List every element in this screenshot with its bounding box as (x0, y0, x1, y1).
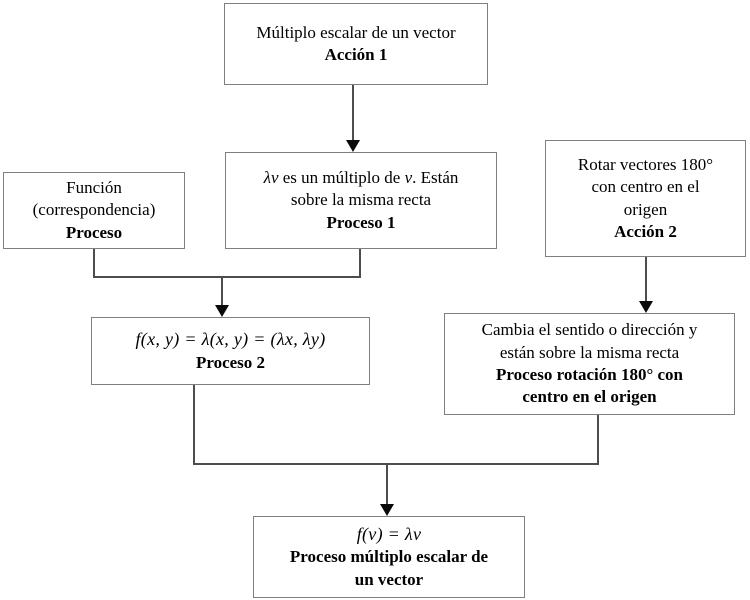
arrowhead-accion1-proceso1 (346, 140, 360, 152)
node-rotacion-label-line1: Proceso rotación 180° con (496, 365, 683, 384)
arrowhead-merge-proceso2 (215, 305, 229, 317)
node-proceso-label: Proceso (65, 222, 123, 242)
node-accion-1-text: Múltiplo escalar de un vector (256, 22, 456, 42)
node-proceso-1-text-line1: λv es un múltiplo de v. Están (264, 167, 459, 189)
node-accion-2: Rotar vectores 180° con centro en el ori… (545, 140, 746, 257)
node-proceso-2: f(x, y) = λ(x, y) = (λx, λy) Proceso 2 (91, 317, 370, 385)
node-proceso-1-text-seg1: es un múltiplo de (278, 167, 405, 187)
node-rotacion-text-line1: Cambia el sentido o dirección y (481, 320, 698, 340)
arrowhead-accion2-rotacion (639, 301, 653, 313)
node-resultado-label-line1: Proceso múltiplo escalar de (289, 547, 489, 567)
node-proceso-2-formula: f(x, y) = λ(x, y) = (λx, λy) (135, 328, 326, 349)
node-accion-2-text-line1: Rotar vectores 180° (577, 154, 714, 174)
node-accion-2-text-line3: origen (623, 199, 668, 219)
node-proceso-2-label: Proceso 2 (195, 352, 266, 372)
node-proceso-1-text-line2: sobre la misma recta (290, 190, 432, 210)
node-rotacion-label-line2: centro en el origen (522, 387, 657, 407)
node-accion-1-label: Acción 1 (324, 45, 388, 64)
node-proceso-multiplo-escalar: f(v) = λv Proceso múltiplo escalar de un… (253, 516, 525, 598)
node-accion-2-label: Acción 2 (614, 221, 677, 241)
node-proceso-1: λv es un múltiplo de v. Están sobre la m… (225, 152, 497, 249)
node-proceso-text-line1: Función (66, 177, 122, 197)
node-proceso-1-text-seg2: . Están (412, 167, 459, 187)
arrowhead-merge-resultado (380, 504, 394, 516)
node-accion-2-text-line2: con centro en el (591, 177, 700, 197)
node-proceso-text-line2: (correspondencia) (32, 200, 156, 220)
node-proceso-rotacion-180: Cambia el sentido o dirección y están so… (444, 313, 735, 415)
node-proceso-1-label: Proceso 1 (326, 212, 396, 232)
math-v: v (404, 167, 413, 187)
node-rotacion-text-line2: están sobre la misma recta (499, 342, 680, 362)
node-resultado-label-line2: un vector (354, 569, 424, 589)
node-proceso: Función (correspondencia) Proceso (3, 172, 185, 249)
node-resultado-formula: f(v) = λv (356, 523, 422, 544)
math-lambda-v: λv (263, 167, 279, 187)
node-accion-1: Múltiplo escalar de un vector Acción 1 (224, 3, 488, 85)
